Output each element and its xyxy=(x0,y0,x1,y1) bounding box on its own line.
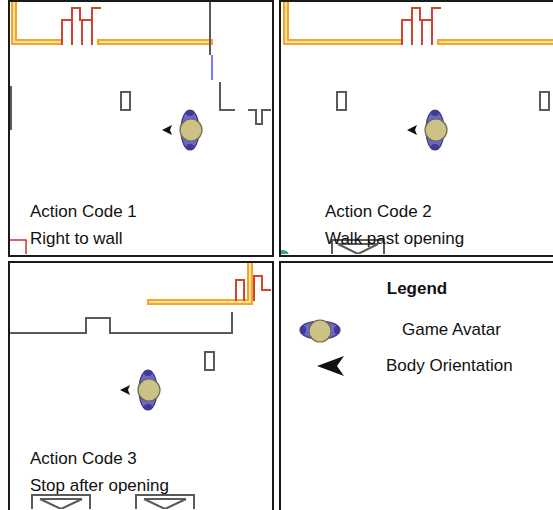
legend-orientation-sample xyxy=(317,356,344,376)
action-panel: Action Code 2Walk past opening xyxy=(279,0,553,257)
map-panel-3 xyxy=(9,263,270,509)
action-caption: Action Code 3Stop after opening xyxy=(30,445,169,499)
action-code: Action Code 1 xyxy=(30,198,137,225)
action-panel: Action Code 3Stop after opening xyxy=(8,261,274,510)
action-code: Action Code 3 xyxy=(30,445,169,472)
map-panel-2 xyxy=(281,1,553,254)
legend-label: Game Avatar xyxy=(402,320,501,340)
action-code: Action Code 2 xyxy=(325,198,464,225)
legend-title: Legend xyxy=(387,279,447,299)
action-caption: Action Code 1Right to wall xyxy=(30,198,137,252)
legend-avatar-sample xyxy=(300,320,340,342)
legend-label: Body Orientation xyxy=(386,356,513,376)
legend-panel: Legend xyxy=(279,261,553,510)
action-description: Stop after opening xyxy=(30,472,169,499)
action-description: Walk past opening xyxy=(325,225,464,252)
action-panel: Action Code 1Right to wall xyxy=(8,0,274,257)
action-description: Right to wall xyxy=(30,225,137,252)
map-panel-1 xyxy=(9,1,271,254)
action-caption: Action Code 2Walk past opening xyxy=(325,198,464,252)
